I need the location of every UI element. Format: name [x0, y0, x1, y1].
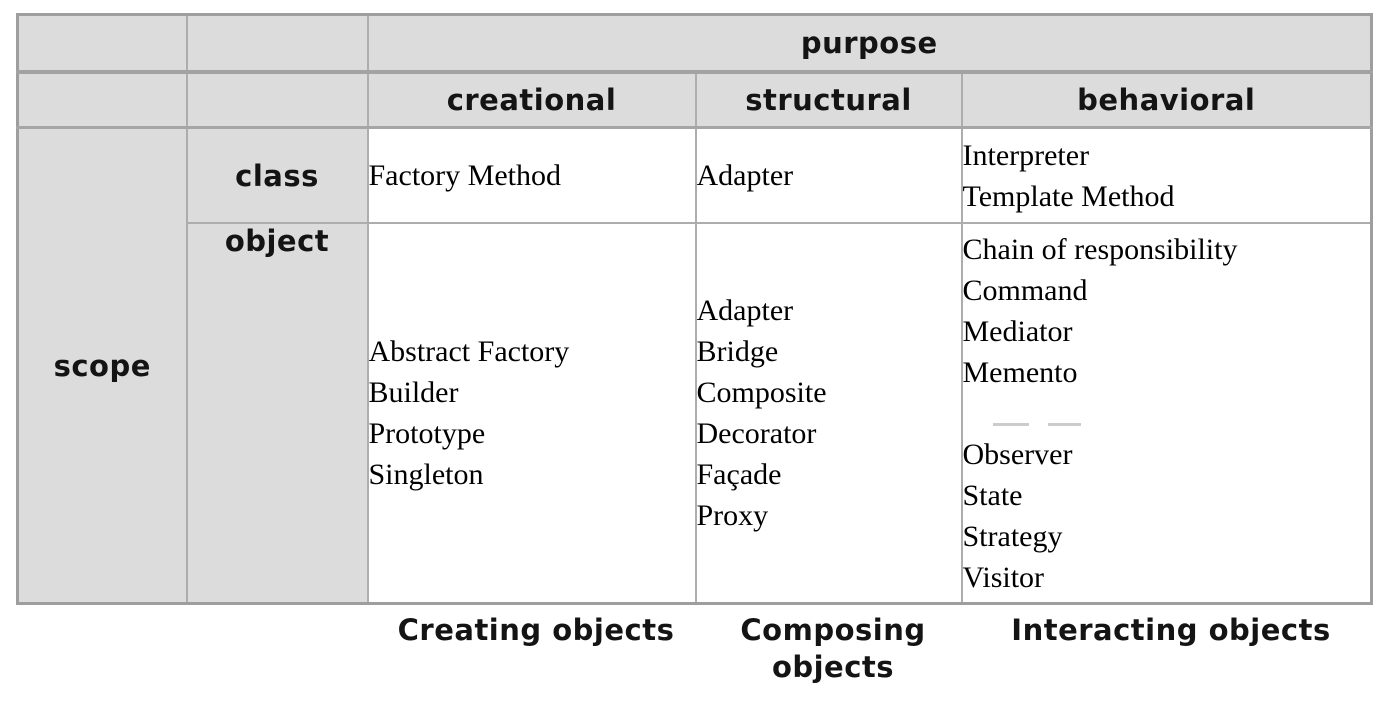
- pattern-name: Prototype: [368, 417, 486, 450]
- pattern-name: Composite: [696, 376, 827, 409]
- pattern-name: Bridge: [696, 335, 779, 368]
- pattern-name: Observer: [962, 437, 1073, 471]
- corner-cell-1: [16, 13, 188, 74]
- caption-behavioral-label: Interacting objects: [1011, 613, 1331, 647]
- scope-header: scope: [16, 126, 188, 605]
- corner-cell-3: [16, 71, 188, 129]
- caption-creational-label: Creating objects: [397, 613, 675, 647]
- pattern-name: Strategy: [962, 519, 1063, 553]
- caption-behavioral: Interacting objects: [966, 612, 1376, 686]
- pattern-name: Builder: [368, 376, 459, 409]
- cell-class-creational: Factory Method: [366, 126, 697, 224]
- column-headers-row: creational structural behavioral: [16, 71, 1373, 129]
- class-scope-row: scope class Factory Method Adapter Inter…: [16, 126, 1373, 605]
- pattern-name: Memento: [962, 355, 1078, 389]
- pattern-name: Command: [962, 273, 1088, 307]
- pattern-name: Abstract Factory: [368, 335, 570, 368]
- pattern-name: Chain of responsibility: [962, 232, 1238, 266]
- row-header-object: object: [185, 222, 369, 605]
- caption-structural: Composing objects: [700, 612, 966, 686]
- cell-class-structural: Adapter: [694, 126, 963, 224]
- corner-cell-4: [185, 71, 369, 129]
- pattern-name: Interpreter: [962, 138, 1090, 172]
- corner-cell-2: [185, 13, 369, 74]
- row-header-class: class: [185, 126, 369, 224]
- pattern-name: Proxy: [696, 499, 769, 532]
- caption-creational: Creating objects: [372, 612, 700, 686]
- column-header-creational: creational: [366, 71, 697, 129]
- erased-pattern-entry: [964, 393, 1370, 434]
- pattern-name: Adapter: [696, 159, 794, 192]
- column-header-behavioral: behavioral: [960, 71, 1373, 129]
- pattern-name: Decorator: [696, 417, 817, 450]
- pattern-name: Façade: [696, 458, 782, 491]
- column-header-structural: structural: [694, 71, 963, 129]
- purpose-header: purpose: [366, 13, 1373, 74]
- pattern-name: Singleton: [368, 458, 484, 491]
- captions-row: Creating objects Composing objects Inter…: [372, 612, 1376, 686]
- caption-structural-label: Composing objects: [740, 613, 926, 684]
- pattern-name: Factory Method: [368, 159, 561, 192]
- pattern-name: Mediator: [962, 314, 1073, 348]
- pattern-name: State: [962, 478, 1023, 512]
- purpose-row: purpose: [16, 13, 1373, 74]
- pattern-name: Template Method: [962, 179, 1175, 213]
- pattern-name: Adapter: [696, 294, 794, 327]
- pattern-name: Visitor: [962, 560, 1045, 594]
- patterns-table: purpose creational structural behavioral…: [16, 13, 1373, 605]
